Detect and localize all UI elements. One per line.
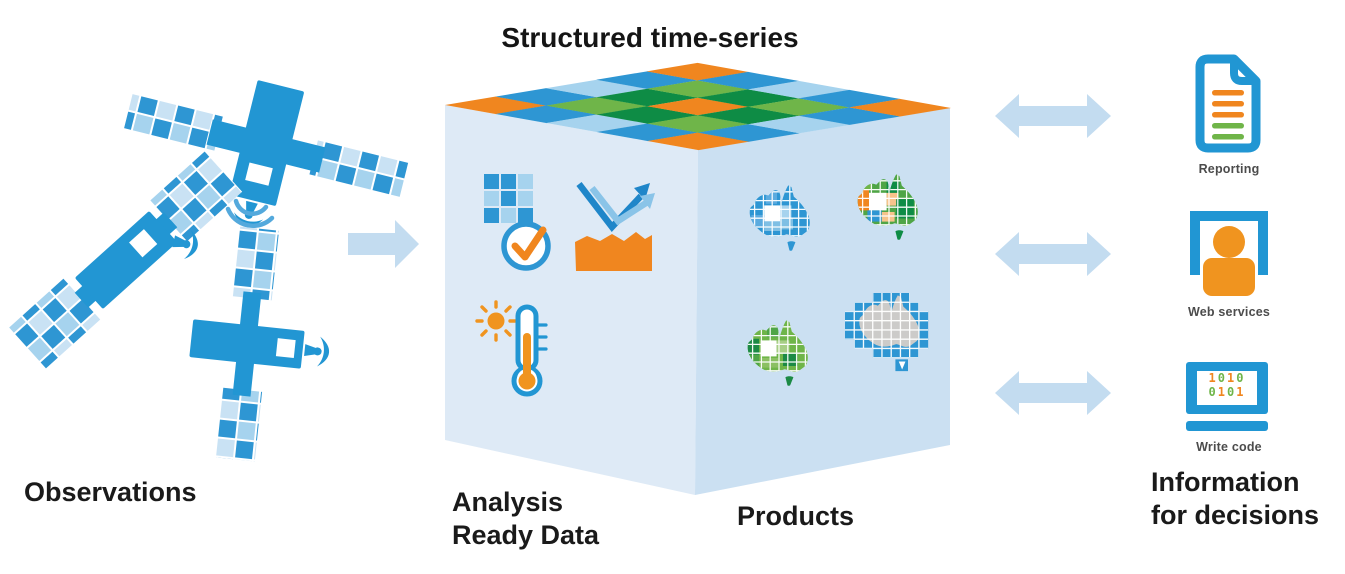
australia-map-green xyxy=(747,320,808,386)
australia-map-grey-on-tiles xyxy=(845,293,929,372)
label-products: Products xyxy=(737,501,855,531)
double-arrow-write-code xyxy=(995,371,1111,415)
satellite-icon-left xyxy=(9,150,243,369)
document-report-icon xyxy=(1195,54,1261,153)
satellite-icon-bottom xyxy=(189,226,331,462)
label-analysis-line1: Analysis xyxy=(452,487,564,517)
label-information-for-decisions: Information for decisions xyxy=(1151,466,1319,532)
cube-right-face xyxy=(695,108,950,495)
person-at-screen-icon xyxy=(1190,211,1268,296)
cube-top-checker-grid xyxy=(445,62,952,151)
label-web-services: Web services xyxy=(1187,305,1271,319)
label-analysis-ready-data: Analysis Ready Data xyxy=(452,486,599,552)
data-cube xyxy=(445,62,952,495)
cube-left-face xyxy=(445,105,698,495)
double-arrow-reporting xyxy=(995,94,1111,138)
pixel-grid-check-icon xyxy=(484,174,551,271)
arrow-observations-to-cube xyxy=(348,220,419,268)
label-information-line2: for decisions xyxy=(1151,500,1320,530)
australia-map-blue xyxy=(749,185,810,251)
satellite-icon-top xyxy=(123,80,409,230)
surface-reflectance-icon xyxy=(575,182,655,271)
sun-thermometer-icon xyxy=(475,300,548,397)
label-write-code: Write code xyxy=(1196,440,1262,454)
satellite-signal-waves-icon xyxy=(225,198,275,229)
label-information-line1: Information xyxy=(1151,467,1300,497)
title-structured-time-series: Structured time-series xyxy=(501,22,799,53)
label-analysis-line2: Ready Data xyxy=(452,520,600,550)
label-observations: Observations xyxy=(24,477,197,507)
binary-screen-icon xyxy=(1186,362,1268,431)
double-arrow-web-services xyxy=(995,232,1111,276)
label-reporting: Reporting xyxy=(1198,162,1260,176)
